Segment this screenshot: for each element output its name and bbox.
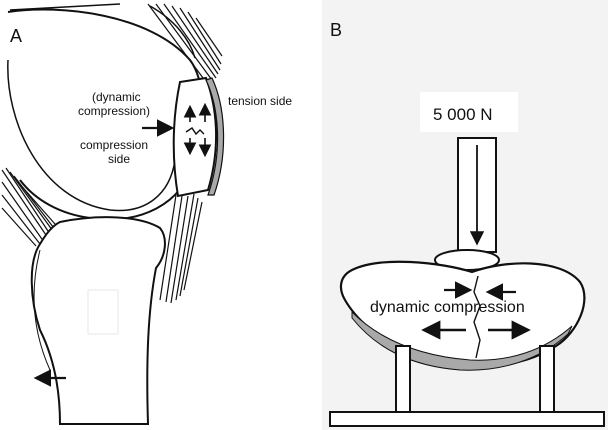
- label-dynamic-compression-line2: compression): [78, 104, 150, 118]
- label-dynamic-compression-line1: (dynamic: [92, 90, 141, 104]
- patella: [174, 78, 216, 196]
- label-dynamic-compression-b: dynamic compression: [370, 299, 525, 316]
- label-compression-side-line2: side: [108, 152, 130, 166]
- tibia-highlight: [88, 290, 118, 334]
- base-plate: [330, 412, 604, 426]
- panel-b: B 5 000 N dynamic compression: [322, 0, 608, 430]
- label-tension-side: tension side: [228, 94, 292, 108]
- label-compression-side-line1: compression: [80, 138, 148, 152]
- support-right: [540, 346, 554, 412]
- support-left: [396, 346, 410, 412]
- load-label: 5 000 N: [433, 105, 493, 124]
- panel-a: A (dynamic compression) compression side…: [0, 0, 320, 430]
- panel-b-letter: B: [330, 20, 342, 40]
- panel-a-letter: A: [10, 26, 22, 46]
